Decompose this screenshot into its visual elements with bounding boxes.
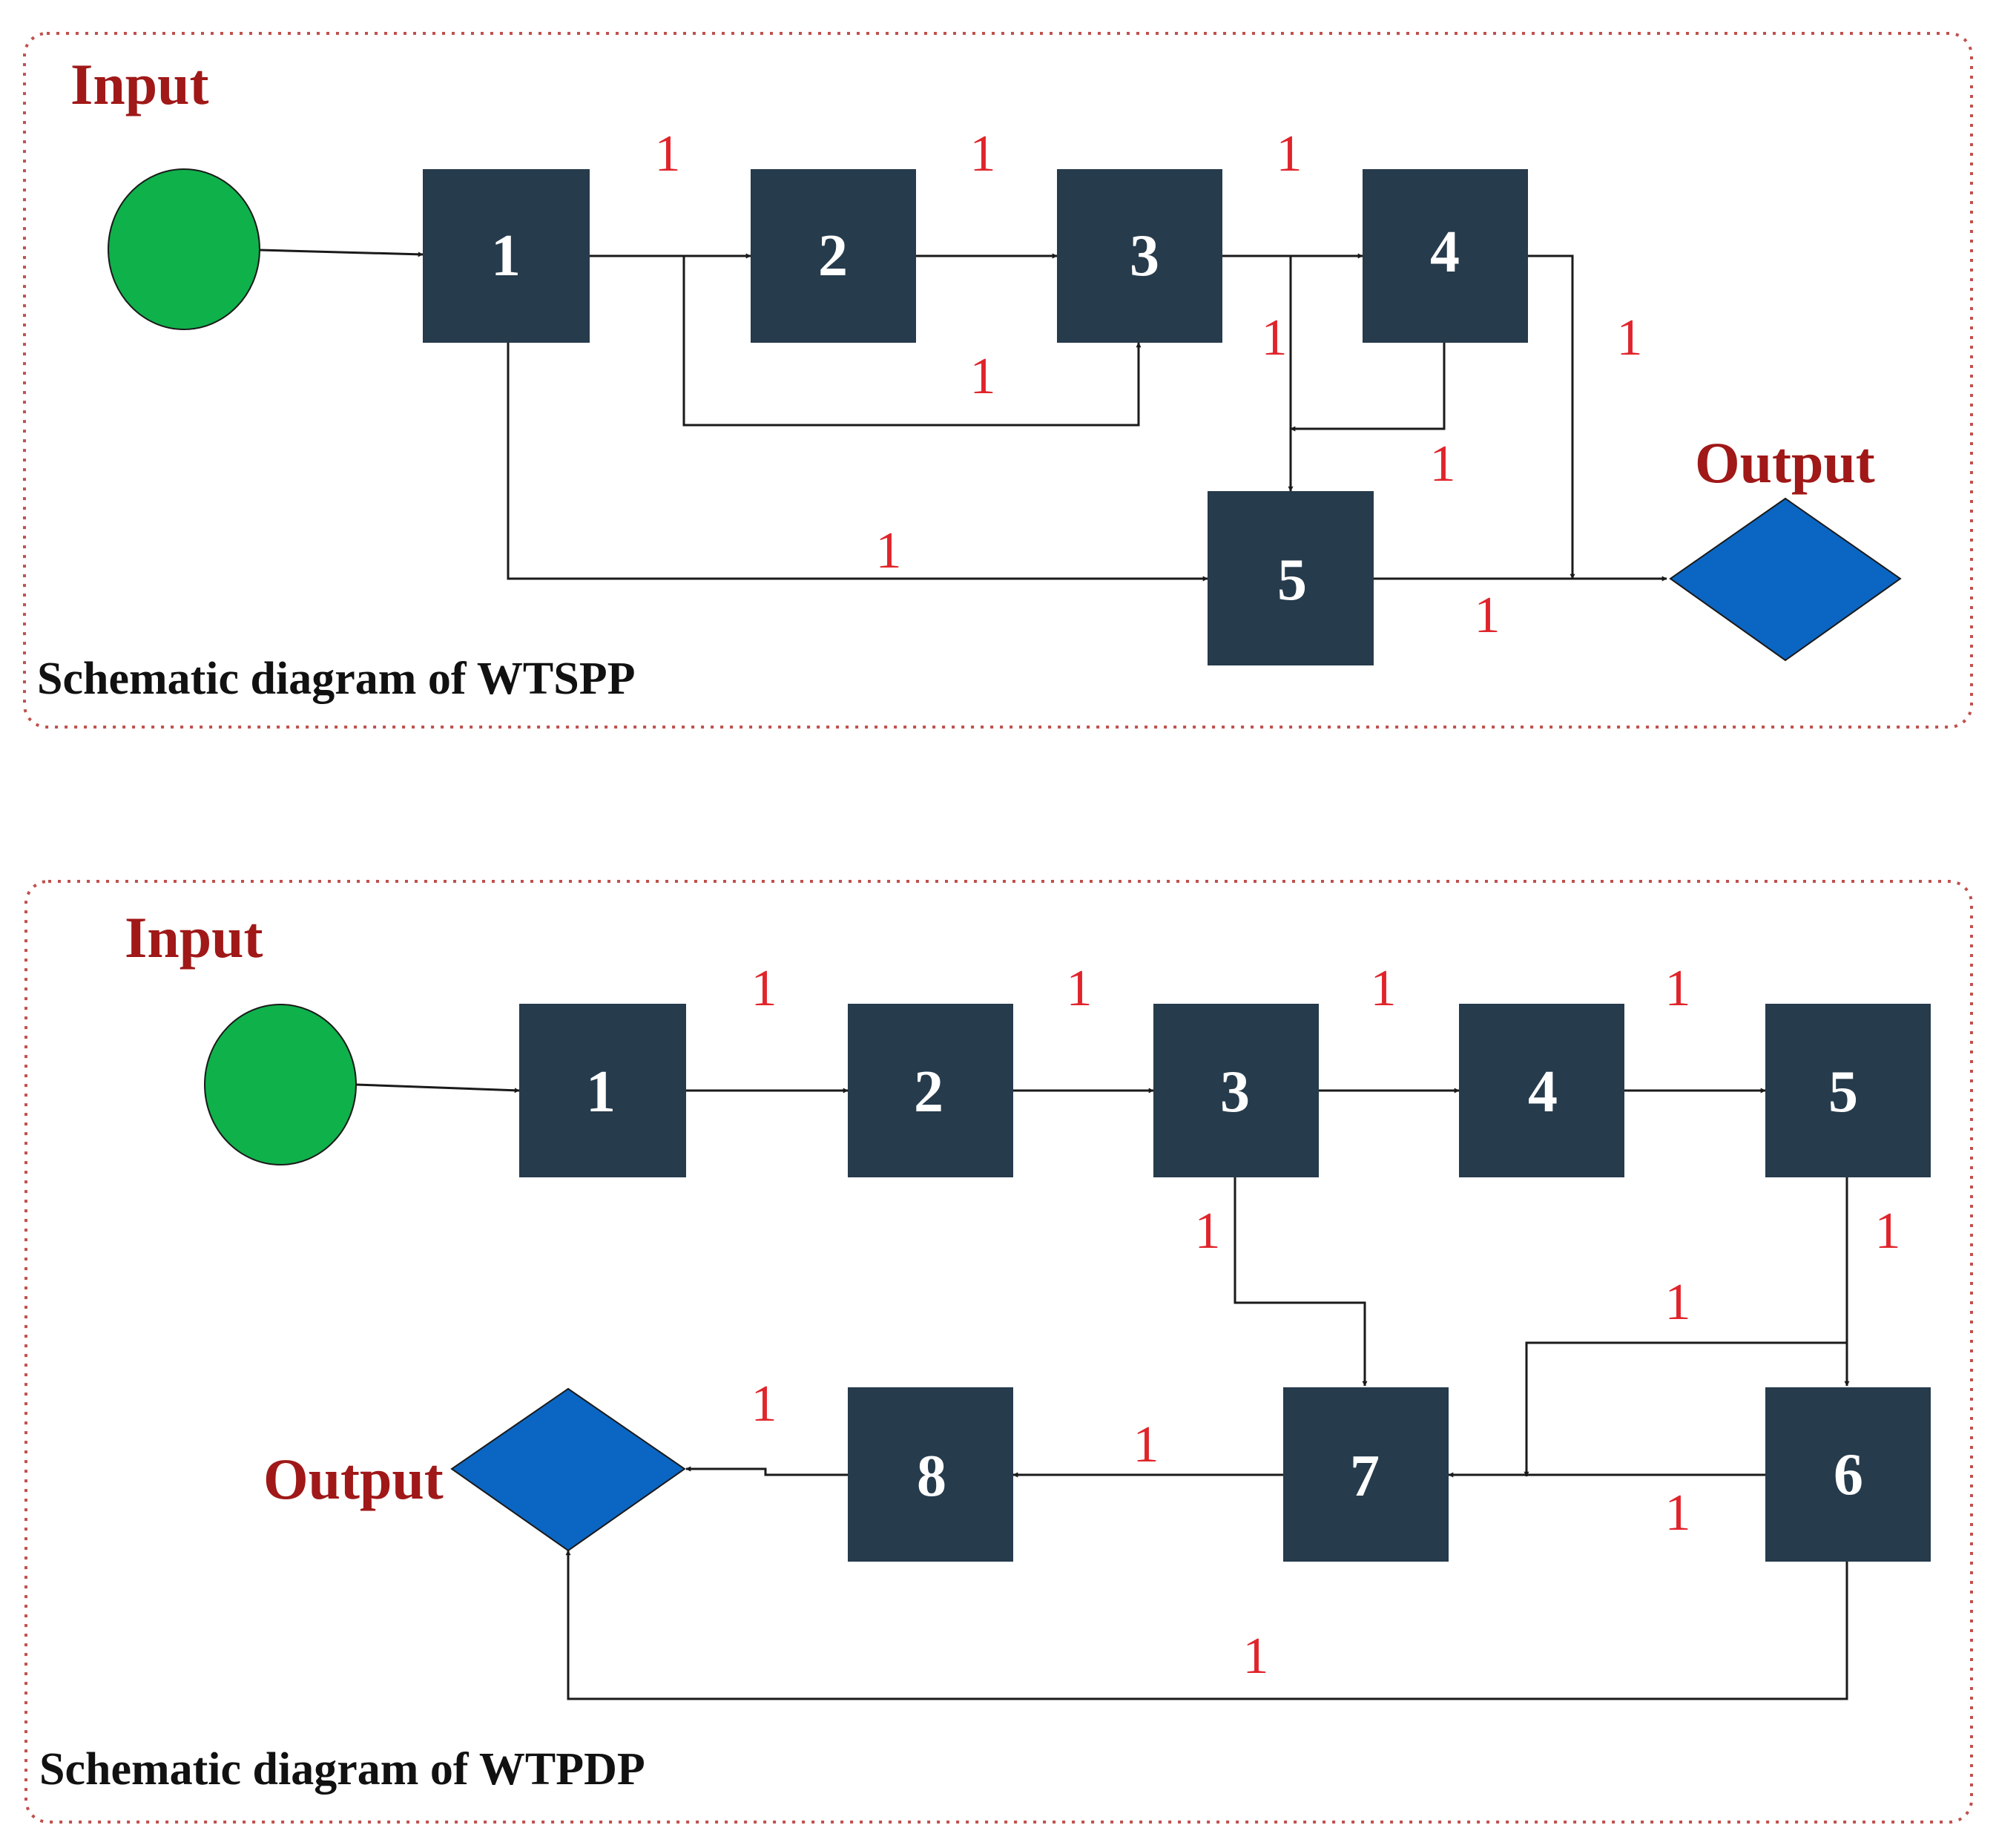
wtpdp-node-4: 4	[1459, 1004, 1624, 1177]
weight-label: 1	[1371, 960, 1397, 1017]
node-label: 7	[1350, 1444, 1380, 1509]
weight-label: 1	[1665, 960, 1691, 1017]
node-label: 6	[1834, 1442, 1863, 1507]
wtpdp-frame	[24, 880, 1973, 1824]
wtspp-input-label: Input	[70, 52, 208, 116]
edge-input-1	[355, 1083, 520, 1094]
weight-label: 1	[1617, 309, 1643, 366]
wtpdp-output-label: Output	[263, 1447, 444, 1511]
weight-label: 1	[1665, 1274, 1691, 1331]
weight-label: 1	[970, 125, 996, 183]
weight-label: 1	[655, 125, 681, 183]
edge-3-7	[1233, 1177, 1368, 1387]
edge-8-output	[685, 1466, 848, 1476]
node-label: 1	[491, 223, 521, 289]
weight-label: 1	[1665, 1484, 1691, 1542]
edge-6-output	[565, 1550, 1848, 1700]
node-label: 5	[1277, 548, 1307, 613]
wtpdp-node-6: 6	[1765, 1387, 1931, 1562]
edge-5-7	[1524, 1341, 1847, 1477]
wtspp-node-5: 5	[1208, 491, 1374, 665]
wtpdp-node-1: 1	[519, 1004, 686, 1177]
node-label: 8	[917, 1444, 946, 1509]
weight-label: 1	[970, 348, 996, 405]
wtspp-node-1: 1	[423, 169, 590, 343]
wtpdp-weights: 1 1 1 1 1 1 1 1 1 1 1	[751, 960, 1901, 1685]
node-label: 3	[1130, 223, 1159, 289]
weight-label: 1	[1430, 435, 1456, 493]
wtpdp-input-label: Input	[125, 905, 263, 970]
wtspp-output-node	[1669, 497, 1902, 662]
weight-label: 1	[1243, 1628, 1269, 1685]
weight-label: 1	[1875, 1203, 1901, 1260]
node-label: 4	[1528, 1059, 1558, 1125]
edge-4-5	[1290, 343, 1446, 432]
weight-label: 1	[1133, 1416, 1159, 1473]
wtspp-node-4: 4	[1363, 169, 1528, 343]
edge-4-output	[1528, 254, 1575, 579]
weight-label: 1	[1262, 309, 1288, 366]
wtpdp-node-2: 2	[848, 1004, 1013, 1177]
wtspp-edges	[259, 249, 1667, 582]
wtspp-output-label: Output	[1695, 430, 1875, 495]
wtspp-caption: Schematic diagram of WTSPP	[37, 654, 636, 704]
wtpdp-node-8: 8	[848, 1387, 1013, 1562]
weight-label: 1	[1475, 587, 1501, 644]
wtpdp-node-3: 3	[1153, 1004, 1319, 1177]
wtspp-panel: Input Output Schematic diagram of WTSPP …	[23, 32, 1973, 729]
node-label: 2	[818, 223, 848, 289]
weight-label: 1	[751, 960, 777, 1017]
wtpdp-output-node	[450, 1387, 686, 1552]
wtpdp-input-node	[204, 1004, 357, 1165]
wtspp-node-3: 3	[1057, 169, 1222, 343]
node-label: 4	[1430, 220, 1460, 285]
wtspp-node-2: 2	[751, 169, 916, 343]
wtspp-input-node	[108, 168, 260, 330]
weight-label: 1	[751, 1375, 777, 1433]
weight-label: 1	[1195, 1203, 1221, 1260]
wtpdp-node-7: 7	[1283, 1387, 1449, 1562]
wtpdp-node-5: 5	[1765, 1004, 1931, 1177]
edge-1-5	[507, 343, 1208, 582]
node-label: 2	[914, 1059, 943, 1125]
wtspp-weights: 1 1 1 1 1 1 1 1 1	[655, 125, 1643, 644]
weight-label: 1	[1067, 960, 1093, 1017]
wtspp-frame	[23, 32, 1973, 729]
edge-input-1	[259, 249, 424, 257]
node-label: 5	[1828, 1059, 1858, 1125]
wtpdp-edges	[355, 1083, 1850, 1700]
wtpdp-panel: Input Output Schematic diagram of WTPDP …	[24, 880, 1973, 1824]
wtpdp-caption: Schematic diagram of WTPDP	[39, 1744, 645, 1795]
edge-1-3	[682, 256, 1142, 427]
node-label: 1	[586, 1059, 616, 1125]
node-label: 3	[1220, 1059, 1250, 1125]
weight-label: 1	[1277, 125, 1302, 183]
weight-label: 1	[876, 522, 902, 579]
